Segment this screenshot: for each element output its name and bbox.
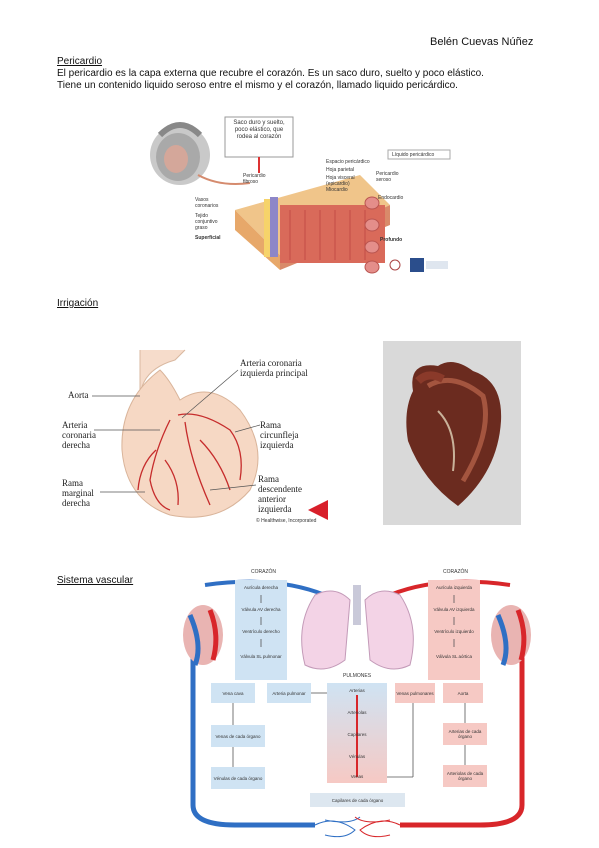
label-rama-marginal-derecha: Rama marginal derecha <box>62 478 94 508</box>
image-credit: © Healthwise, Incorporated <box>256 518 317 524</box>
label-hoja-visceral: Hoja visceral (epicardio) <box>326 175 355 187</box>
label-aorta: Aorta <box>68 390 89 400</box>
box-venulas-organo: Vénulas de cada órgano <box>213 775 263 781</box>
label-profundo: Profundo <box>380 237 403 243</box>
label-vasos-coronarios: Vasos coronarios <box>195 197 219 209</box>
box-capilares-organo: Capilares de cada órgano <box>331 797 384 803</box>
small-heart-icon <box>150 122 210 185</box>
pulm-stack-item: Venas <box>350 773 364 779</box>
label-tejido-graso: Tejido conjuntivo graso <box>195 213 218 231</box>
section-title-irrigacion: Irrigación <box>57 298 99 309</box>
vascular-illustration <box>183 579 531 838</box>
pericardium-illustration <box>150 116 451 274</box>
left-col-item: Aurícula derecha <box>243 584 279 590</box>
pericardium-figure: Saco duro y suelto, poco elástico, que r… <box>140 115 460 285</box>
vascular-diagram: CORAZÓN CORAZÓN PULMONES Aurícula derech… <box>175 555 540 845</box>
pericardio-line-2: Tiene un contenido liquido seroso entre … <box>57 80 458 91</box>
label-endocardio: Endocardio <box>378 195 404 201</box>
label-rama-descendente: Rama descendente anterior izquierda <box>258 474 302 514</box>
section-title-pericardio: Pericardio <box>57 56 103 67</box>
label-corazon-right: CORAZÓN <box>443 569 468 575</box>
pulm-stack-item: Arteriolas <box>347 709 367 715</box>
left-col-item: Válvula SL pulmonar <box>240 653 282 659</box>
label-pericardio-fibroso: Pericardio fibroso <box>243 173 266 185</box>
right-col-item: Válvula AV izquierda <box>433 606 475 612</box>
liquid-label: Líquido pericárdico <box>392 152 435 158</box>
label-pericardio-seroso: Pericardio seroso <box>376 171 399 183</box>
label-arteria-coronaria-izquierda: Arteria coronaria izquierda principal <box>240 358 308 378</box>
box-arteriolas-organo: Arteriolas de cada órgano <box>446 771 484 781</box>
label-corazon-left: CORAZÓN <box>251 569 276 575</box>
label-espacio-pericardico: Espacio pericárdico <box>326 159 370 165</box>
pulm-stack-item: Arterias <box>349 687 365 693</box>
coronary-illustration <box>92 349 328 520</box>
label-hoja-parietal: Hoja parietal <box>326 167 355 173</box>
label-rama-circunfleja: Rama circunfleja izquierda <box>260 420 299 450</box>
box-aorta: Aorta <box>457 690 469 696</box>
right-col-item: Aurícula izquierda <box>435 584 473 590</box>
label-superficial: Superficial <box>195 235 221 241</box>
section-title-vascular: Sistema vascular <box>57 575 134 586</box>
heart-photo <box>383 341 521 525</box>
box-vena-cava: Vena cava <box>222 690 244 696</box>
box-venas-pulmonares: Venas pulmonares <box>396 690 434 696</box>
label-pulmones: PULMONES <box>343 673 372 679</box>
label-miocardio: Miocardio <box>326 187 348 193</box>
author-name: Belén Cuevas Núñez <box>430 36 534 48</box>
right-col-item: Válvula SL aórtica <box>435 653 473 659</box>
pulm-stack-item: Capilares <box>347 731 367 737</box>
box-arterias-organo: Arterias de cada órgano <box>448 729 482 739</box>
box-venas-organo: Venas de cada órgano <box>215 733 261 739</box>
pericardio-line-1: El pericardio es la capa externa que rec… <box>57 68 484 79</box>
label-arteria-coronaria-derecha: Arteria coronaria derecha <box>62 420 96 450</box>
right-col-item: Ventrículo izquierdo <box>434 628 474 634</box>
callout-text: Saco duro y suelto, poco elástico, que r… <box>233 120 285 140</box>
left-col-item: Válvula AV derecha <box>241 606 281 612</box>
left-col-item: Ventrículo derecho <box>242 628 280 634</box>
box-arteria-pulmonar: Arteria pulmonar <box>272 690 306 696</box>
coronary-diagram: Aorta Arteria coronaria derecha Rama mar… <box>60 340 340 530</box>
pulm-stack-item: Vénulas <box>348 753 366 759</box>
